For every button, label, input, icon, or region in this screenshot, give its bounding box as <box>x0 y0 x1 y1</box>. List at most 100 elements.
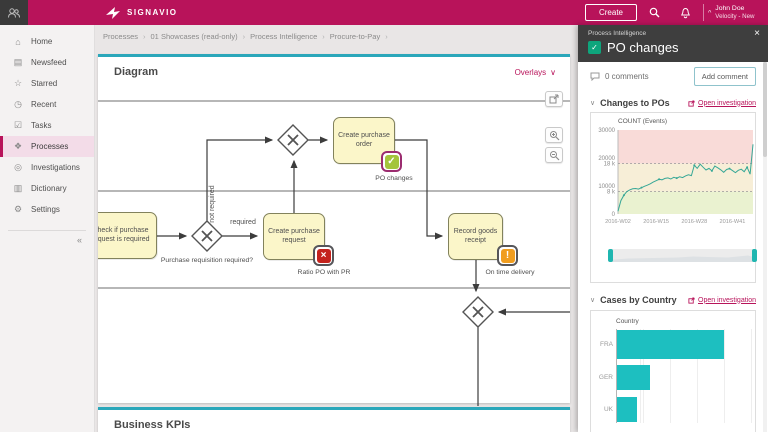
expand-icon <box>549 94 559 104</box>
close-icon[interactable]: × <box>754 28 760 39</box>
zoom-out-button[interactable] <box>545 147 563 163</box>
task-record-goods-receipt[interactable]: Record goods receipt <box>448 213 503 260</box>
bar-chart-card: Country FRA GER UK <box>590 310 756 432</box>
overlay-badge-po-changes[interactable]: ✓ <box>381 151 402 172</box>
badge-label-ontime: On time delivery <box>485 269 535 276</box>
bar-uk[interactable] <box>617 397 637 422</box>
add-comment-button[interactable]: Add comment <box>693 67 756 86</box>
bar-chart-axis-title: Country <box>616 318 639 325</box>
threshold-band <box>618 130 753 164</box>
diagram-card: Diagram Overlays ∨ <box>98 54 570 406</box>
flow-not-required[interactable] <box>206 136 274 221</box>
bpmn-canvas[interactable]: Check if purchase request is required Cr… <box>98 88 570 406</box>
gateway-question-label: Purchase requisition required? <box>160 257 254 264</box>
task-check-purchase-request[interactable]: Check if purchase request is required <box>98 212 157 259</box>
y-tick-label: 20000 <box>598 156 615 162</box>
breadcrumb-item[interactable]: Process Intelligence <box>250 32 318 41</box>
search-button[interactable] <box>645 4 663 21</box>
y-tick-label: 0 <box>612 212 616 218</box>
x-tick-label: 2016-W41 <box>720 219 746 225</box>
notifications-button[interactable] <box>676 4 694 21</box>
pi-metric-icon: ✓ <box>588 41 601 54</box>
time-range-slider[interactable] <box>608 249 757 262</box>
users-icon <box>8 7 20 18</box>
threshold-label: 8 k <box>607 190 616 196</box>
bar-category-label: UK <box>603 406 613 413</box>
brand-name: SIGNAVIO <box>127 8 178 17</box>
overlay-badge-ontime[interactable]: ! <box>497 245 518 266</box>
breadcrumb-item[interactable]: Processes <box>103 32 139 41</box>
count-events-series <box>617 144 754 212</box>
open-investigation-link-2[interactable]: Open investigation <box>688 297 756 304</box>
gateway-merge-top[interactable] <box>277 124 309 156</box>
bar-ger[interactable] <box>617 365 650 390</box>
sidebar-divider <box>8 230 86 231</box>
create-button[interactable]: Create <box>585 4 637 21</box>
sidebar-item-dictionary[interactable]: ▥Dictionary <box>13 183 67 193</box>
section-cases-by-country: ∨ Cases by Country Open investigation <box>578 295 768 305</box>
panel-scrollbar[interactable] <box>763 62 767 432</box>
sidebar-item-settings[interactable]: ⚙Settings <box>13 204 60 214</box>
diagram-card-title: Diagram <box>114 66 159 78</box>
gateway-merge-bottom[interactable] <box>462 296 494 328</box>
section-title: Changes to POs <box>600 98 670 108</box>
flow-order-to-goods[interactable] <box>395 139 444 240</box>
sidebar-item-home[interactable]: ⌂Home <box>0 31 94 52</box>
clock-icon: ◷ <box>14 99 22 109</box>
slider-handle-right[interactable] <box>752 249 757 262</box>
sidebar-item-starred[interactable]: ☆Starred <box>13 78 58 88</box>
overlays-dropdown[interactable]: Overlays ∨ <box>514 68 556 77</box>
sidebar-item-processes[interactable]: ❖Processes <box>0 136 94 157</box>
sidebar-item-recent[interactable]: ◷Recent <box>14 99 57 109</box>
settings-icon: ⚙ <box>13 204 23 214</box>
signavio-logo[interactable]: SIGNAVIO <box>105 0 178 25</box>
zoom-in-icon <box>549 130 559 140</box>
external-link-icon <box>688 296 695 304</box>
task-create-purchase-order[interactable]: Create purchase order <box>333 117 395 164</box>
bar-fra[interactable] <box>617 330 724 359</box>
breadcrumb-item[interactable]: Procure-to-Pay <box>329 32 381 41</box>
task-create-purchase-request[interactable]: Create purchase request <box>263 213 325 260</box>
x-tick-label: 2016-W02 <box>605 219 631 225</box>
external-link-icon <box>688 99 695 107</box>
y-tick-label: 30000 <box>598 128 615 134</box>
bar-row-ger[interactable]: GER <box>599 365 755 390</box>
slider-preview <box>608 255 757 262</box>
breadcrumb-item[interactable]: 01 Showcases (read-only) <box>150 32 238 41</box>
fullscreen-button[interactable] <box>545 91 563 107</box>
sidebar-collapse-button[interactable]: « <box>76 235 82 245</box>
section-changes-to-pos: ∨Changes to POs Open investigation <box>578 98 768 108</box>
panel-title: PO changes <box>607 40 679 55</box>
comments-row: 0 comments Add comment <box>578 67 768 86</box>
bar-row-fra[interactable]: FRA <box>600 330 755 359</box>
threshold-band <box>618 163 753 192</box>
slider-handle-left[interactable] <box>608 249 613 262</box>
user-workspace: Velocity - New <box>715 13 755 21</box>
sidebar-item-investigations[interactable]: ◎Investigations <box>14 162 80 172</box>
workspace-switcher[interactable] <box>0 0 28 25</box>
overlay-badge-ratio[interactable]: × <box>313 245 334 266</box>
user-menu[interactable]: ^ John Doe Velocity - New <box>708 3 766 23</box>
sidebar-item-newsfeed[interactable]: ▤Newsfeed <box>13 57 67 67</box>
top-bar: SIGNAVIO Create ^ John Doe Velocity - Ne… <box>0 0 768 25</box>
zoom-in-button[interactable] <box>545 127 563 143</box>
gateway-purchase-requisition[interactable] <box>191 220 223 252</box>
chevron-up-icon: ^ <box>708 9 712 17</box>
user-name: John Doe <box>715 4 745 12</box>
zoom-out-icon <box>549 150 559 160</box>
sidebar-item-tasks[interactable]: ☑Tasks <box>13 120 52 130</box>
check-icon: ✓ <box>384 154 399 169</box>
open-investigation-link-1[interactable]: Open investigation <box>688 100 756 107</box>
warning-icon: ! <box>500 248 515 263</box>
breadcrumb: Processes› 01 Showcases (read-only)› Pro… <box>103 32 388 41</box>
cases-by-country-bar-chart: FRA GER UK <box>599 329 755 423</box>
diagram-tools <box>545 91 563 111</box>
section-title: Cases by Country <box>600 295 677 305</box>
signavio-bird-icon <box>106 6 120 19</box>
chevron-down-icon: ∨ <box>590 297 596 304</box>
bar-row-uk[interactable]: UK <box>604 397 755 422</box>
tasks-icon: ☑ <box>13 120 23 130</box>
chevron-down-icon: ∨ <box>550 68 556 77</box>
